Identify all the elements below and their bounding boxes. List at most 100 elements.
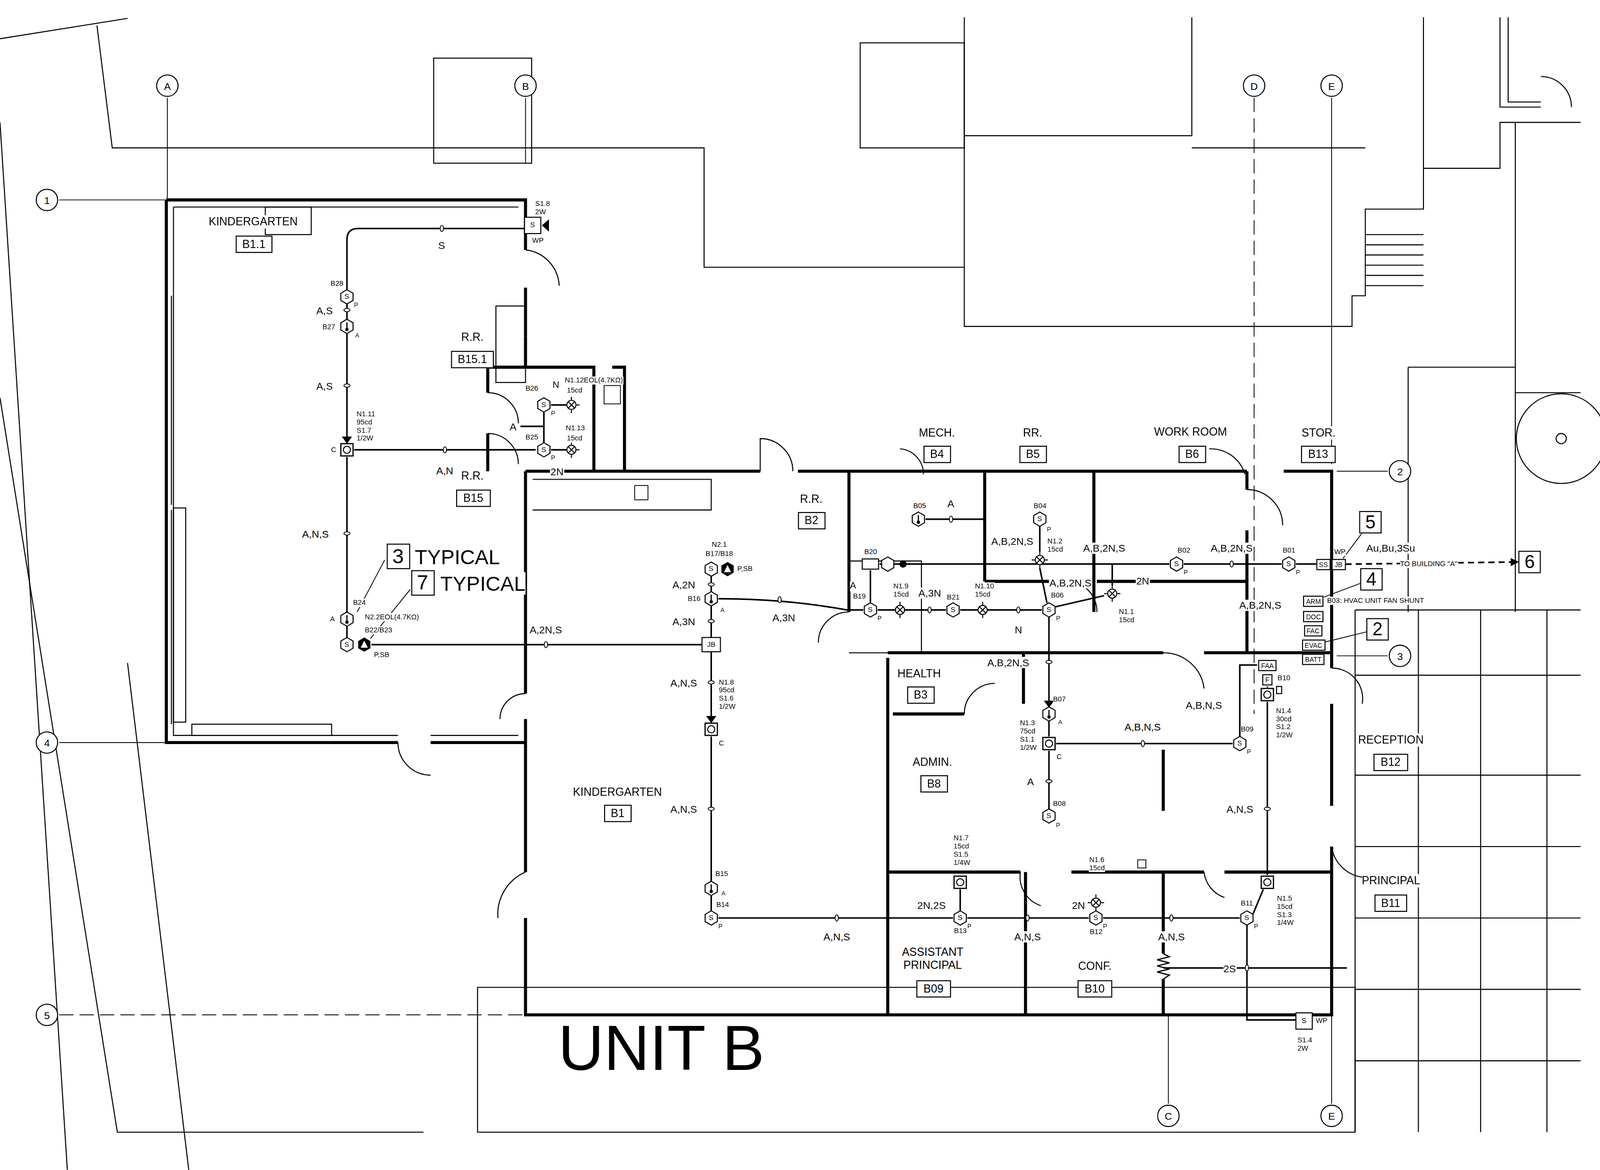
panel-box: ARM [1303,595,1324,608]
room-number: B1 [610,806,625,819]
node-text: 7 [416,570,429,593]
plan-label: S1.4 2W [1296,1036,1313,1053]
room-tag: B10CONF. [1077,979,1112,998]
plan-label: S [708,565,714,574]
plan-label: S [1285,560,1292,568]
plan-label: B04 [1033,502,1047,510]
panel-box: EVAC [1301,639,1326,652]
node-text: 3 [1397,650,1404,662]
node-text: 2 [1397,465,1404,477]
plan-label: B28 [329,279,344,288]
plan-label: A,B,N,S [1185,699,1223,711]
room-name: RECEPTION [1358,733,1424,747]
node-text: 5 [1365,511,1376,533]
room-number: B15.1 [457,352,488,365]
grid-bubble: 3 [1388,644,1411,667]
room-tag: B15.1R.R. [450,350,494,369]
plan-label: N1.13 [565,424,586,433]
plan-label: B07 [1052,696,1067,704]
room-tag: B11PRINCIPAL [1374,894,1408,912]
plan-label: P [353,301,359,309]
node-text: BATT [1304,655,1322,663]
fixtures [604,385,1146,869]
plan-label: WP [531,236,545,245]
plan-label: A,B,2N,S [986,656,1030,668]
plan-label: A [719,606,726,614]
room-tag: B8ADMIN. [919,774,949,793]
plan-label: N1.10 15cd [974,582,995,600]
panel-box: F [1262,673,1273,686]
room-name: PRINCIPAL [1361,874,1421,888]
plan-label: A,2N,S [529,623,563,636]
plan-label: A,B,2N,S [1082,542,1126,554]
panel-box: SS [1315,558,1331,571]
plan-label: N1.4 30cd S1.2 1/2W [1275,707,1294,741]
callout-number: 6 [1518,550,1541,574]
panel-box: FAC [1303,624,1323,637]
room-number: B6 [1185,447,1199,460]
plan-label: C [1056,753,1063,761]
site-lines [0,17,1600,1170]
plan-label: B16 [687,594,701,603]
plan-label: A [849,581,857,593]
panel-box: FAA [1258,659,1277,672]
room-name: MECH. [918,426,956,440]
plan-label: S [1244,914,1250,922]
room-name: ADMIN. [912,755,952,770]
callout-number: 7 [410,569,435,596]
plan-label: B06 [1050,592,1065,600]
grid-bubble: C [1156,1105,1180,1128]
room-tag: B1.1KINDERGARTEN [235,235,273,253]
panel-box: DOC [1303,610,1324,623]
grid-bubble: E [1320,1105,1343,1128]
leader-line [1325,632,1367,643]
room-number: B11 [1380,896,1401,909]
plan-label: N [551,380,560,391]
plan-label: B12 [1089,928,1103,937]
plan-label: B13 [953,927,968,936]
plan-label: A,N,S [1013,931,1042,943]
plan-label: N2.1 [711,540,727,549]
room-name: RR. [1022,426,1043,440]
room-name: HEALTH [897,666,941,681]
plan-label: B09 [1240,725,1254,734]
plan-label: P [876,614,883,622]
room-tag: B13STOR. [1301,445,1336,463]
plan-label: 2N [549,465,564,477]
wiring [346,228,1347,1021]
plan-label: WP [1333,548,1347,556]
node-text: 5 [44,1009,50,1022]
plan-label: S [708,914,714,922]
plan-label: N1.7 15cd S1.5 1/4W [952,834,971,868]
plan-label: S [1236,740,1243,748]
plan-label: B21 [946,593,961,602]
plan-label: S [1092,914,1099,922]
plan-label: B27 [322,323,336,332]
room-name: STOR. [1301,426,1336,440]
plan-label: A,3N [918,587,942,599]
callout-number: 4 [1360,567,1383,592]
plan-label: B22/B23 [364,626,393,635]
callout-number: 3 [386,543,411,569]
plan-label: A,N,S [1157,931,1186,943]
plan-label: N2.2EOL(4.7KΩ) [364,613,420,622]
room-tag: B2R.R. [797,511,826,530]
plan-label: B19 [852,592,867,601]
room-name: CONF. [1078,959,1112,974]
plan-label: A,B,2N,S [1049,577,1093,589]
plan-label: B01 [1282,547,1296,555]
plan-label: A [1026,775,1035,787]
plan-label: P [550,409,556,417]
room-number: B3 [913,688,928,701]
plan-label: 15cd [566,434,583,443]
plan-label: P [1055,614,1061,622]
plan-label: P [966,922,973,930]
plan-label: B11 [1240,900,1254,908]
plan-label: S [949,606,956,614]
plan-label: A,N,S [669,677,698,689]
room-number: B1.1 [242,237,266,250]
node-text: 4 [1366,568,1377,590]
plan-label: B08 [1052,800,1067,808]
plan-label: N1.5 15cd S1.3 1/4W [1276,894,1295,928]
